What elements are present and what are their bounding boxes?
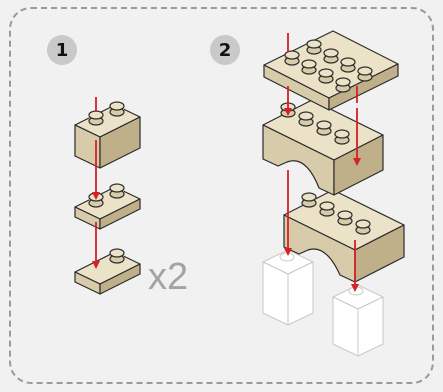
stud xyxy=(336,78,350,92)
stud xyxy=(319,69,333,83)
stud xyxy=(299,112,313,126)
stud xyxy=(324,49,338,63)
plate-2x4 xyxy=(264,31,398,110)
stud xyxy=(302,193,316,207)
stud xyxy=(358,67,372,81)
stud xyxy=(110,102,124,116)
arch-1x4-new xyxy=(263,100,383,195)
stud xyxy=(110,249,124,263)
stud xyxy=(307,40,321,54)
brick-1x2-tall xyxy=(75,102,140,168)
quantity-multiplier: x2 xyxy=(148,256,188,299)
stud xyxy=(110,184,124,198)
stud xyxy=(302,60,316,74)
stud xyxy=(285,51,299,65)
stud xyxy=(89,111,103,125)
stud xyxy=(320,202,334,216)
plate-1x2-jumper xyxy=(75,249,140,294)
stud xyxy=(356,220,370,234)
stud xyxy=(335,130,349,144)
ghost-brick-left xyxy=(263,250,313,325)
stud xyxy=(341,58,355,72)
plate-1x2 xyxy=(75,184,140,229)
stud xyxy=(317,121,331,135)
stud xyxy=(338,211,352,225)
ghost-brick-right xyxy=(333,285,383,356)
